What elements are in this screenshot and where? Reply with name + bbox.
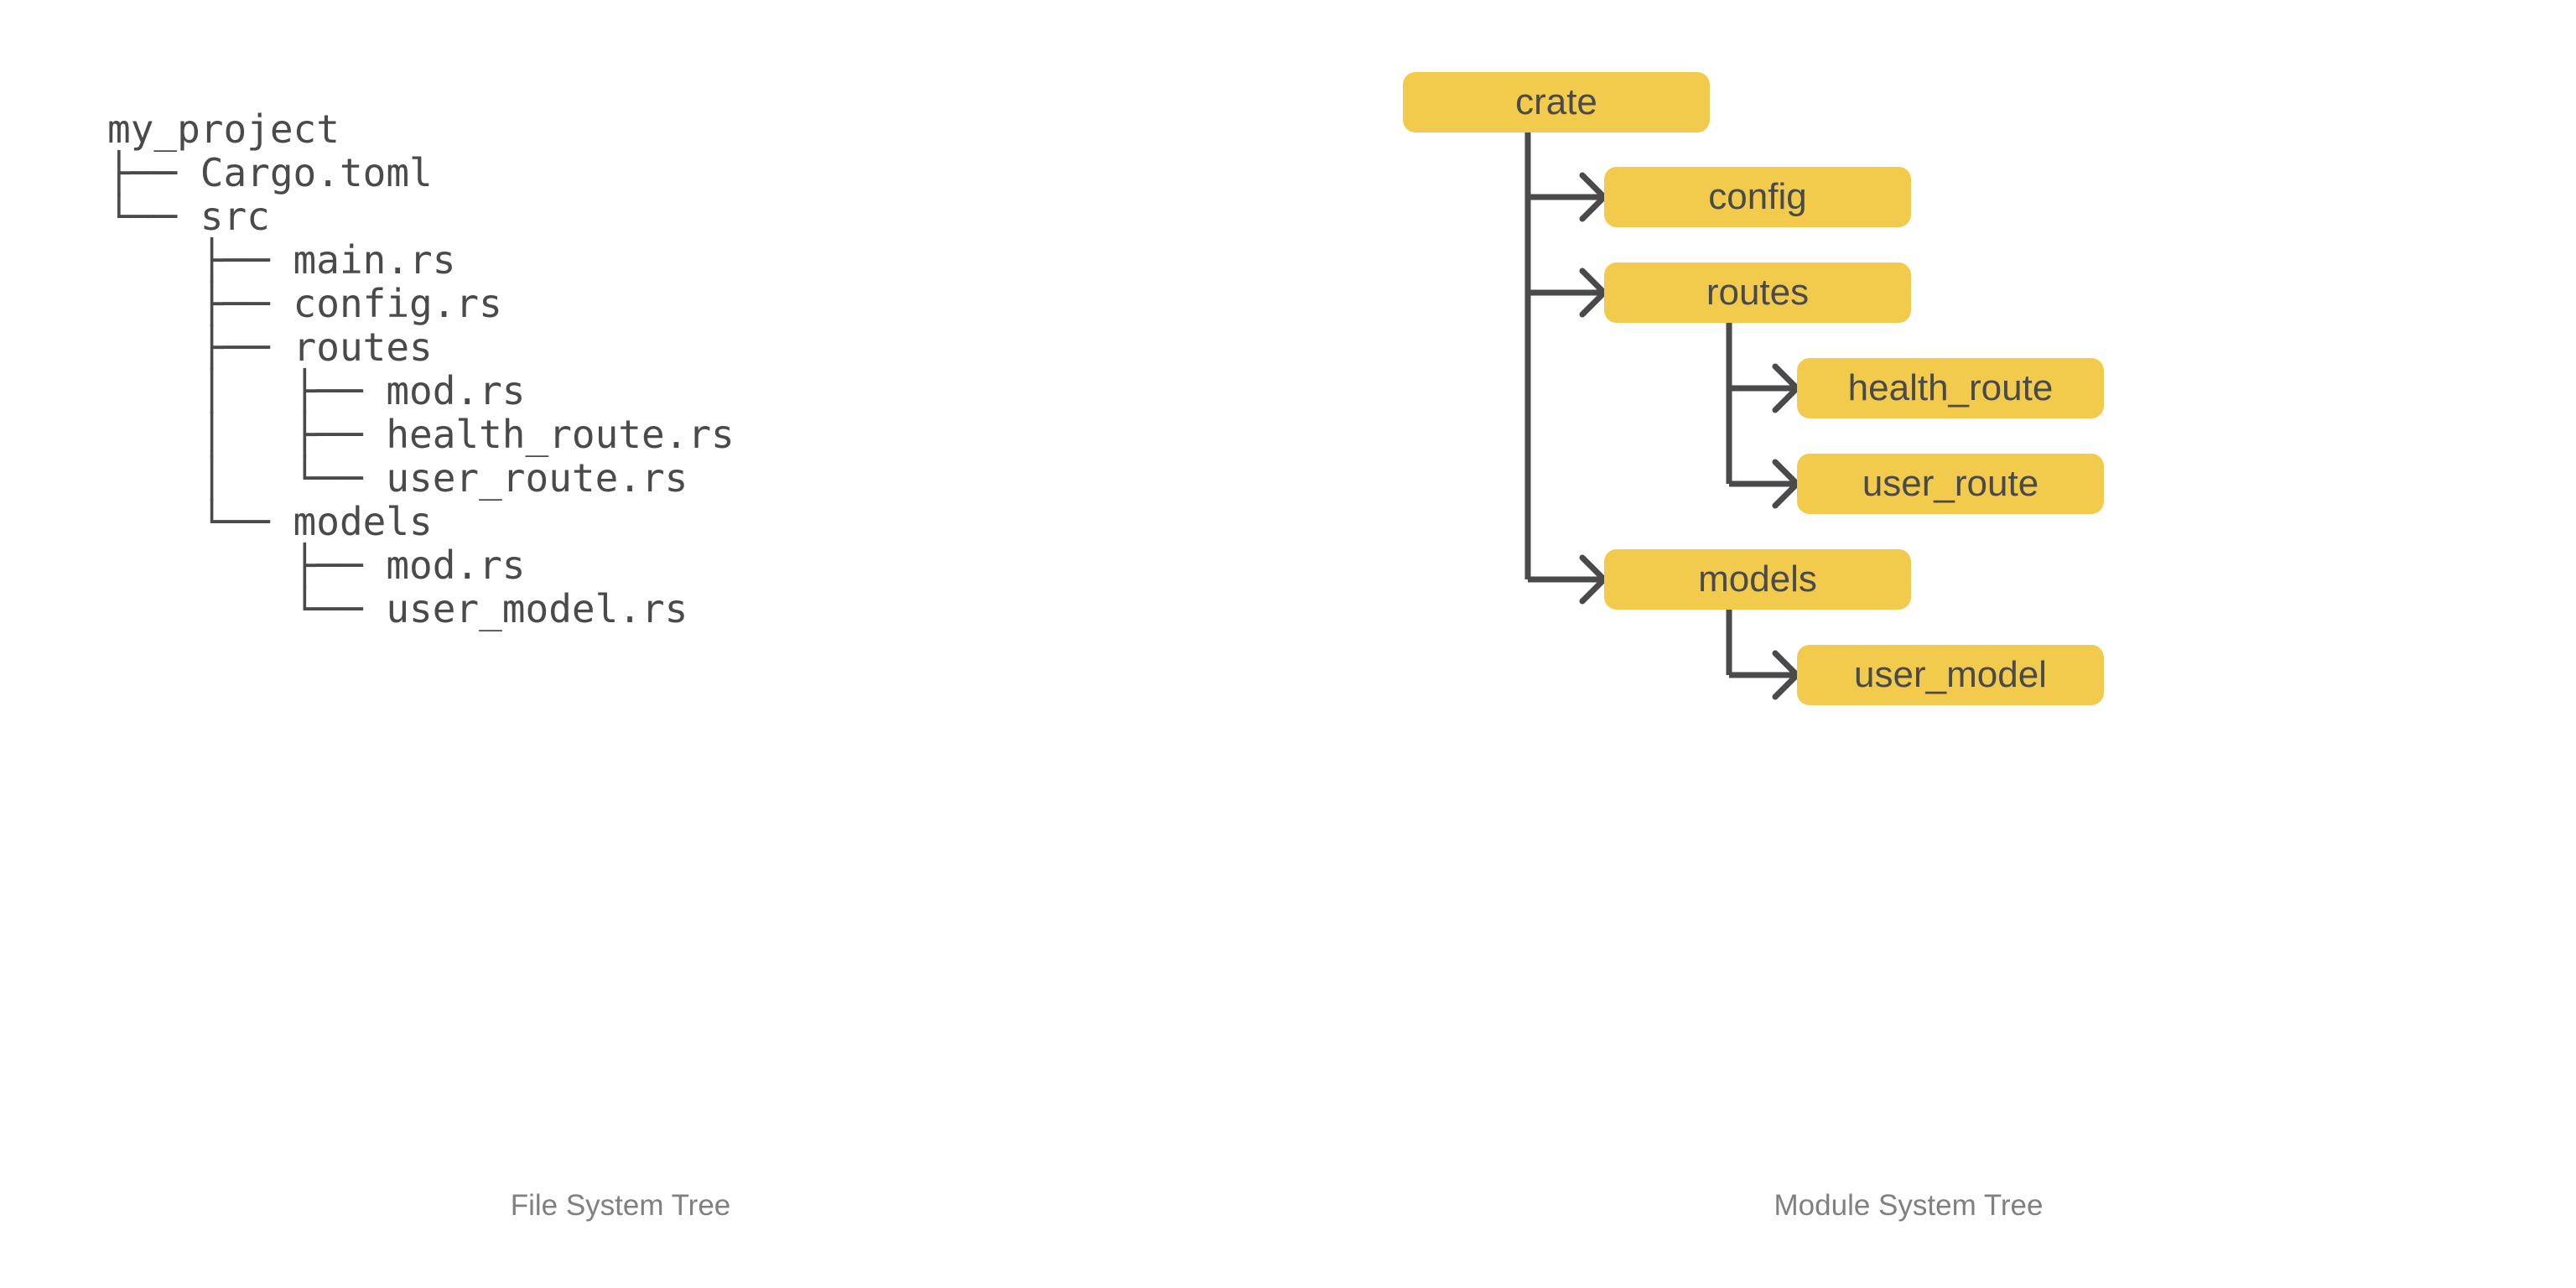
module-node-user_model[interactable] <box>1797 645 2104 705</box>
module-node-models[interactable] <box>1604 549 1911 610</box>
module-node-label-crate: crate <box>1515 81 1597 122</box>
file-system-tree-caption: File System Tree <box>510 1189 731 1222</box>
module-system-tree-caption: Module System Tree <box>1774 1189 2044 1222</box>
module-node-config[interactable] <box>1604 167 1911 227</box>
module-tree-connectors <box>1524 132 1800 700</box>
module-node-label-user_route: user_route <box>1862 463 2039 504</box>
module-node-label-routes: routes <box>1706 272 1810 313</box>
module-node-label-models: models <box>1698 558 1817 600</box>
module-node-health_route[interactable] <box>1797 358 2104 418</box>
module-node-label-user_model: user_model <box>1854 654 2047 695</box>
module-node-crate[interactable] <box>1403 72 1710 132</box>
module-node-label-health_route: health_route <box>1847 367 2054 408</box>
module-node-user_route[interactable] <box>1797 454 2104 514</box>
file-system-tree-text: my_project ├── Cargo.toml └── src ├── ma… <box>107 106 735 631</box>
module-node-routes[interactable] <box>1604 262 1911 323</box>
module-node-label-config: config <box>1708 176 1807 217</box>
file-system-tree-panel: my_project ├── Cargo.toml └── src ├── ma… <box>0 0 1241 1288</box>
